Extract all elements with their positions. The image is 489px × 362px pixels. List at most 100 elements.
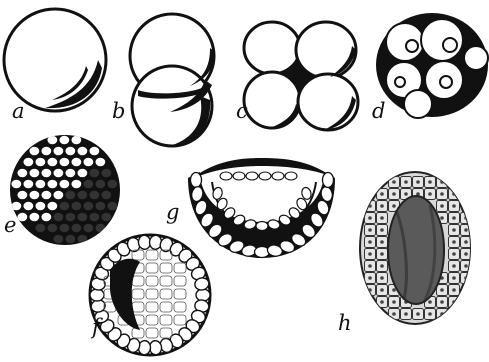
morula-cell: [65, 190, 76, 200]
stage-f-blastula: f: [90, 235, 210, 356]
label-h: h: [338, 311, 352, 335]
cell-nucleus: [392, 204, 396, 208]
stage-a-single-cell: a: [4, 9, 106, 123]
label-c: c: [236, 99, 248, 123]
label-a: a: [12, 99, 25, 123]
lip-cell: [246, 172, 258, 180]
cell-nucleus: [392, 288, 396, 292]
cell-nucleus: [416, 312, 420, 316]
cell-nucleus: [368, 264, 372, 268]
cell-nucleus: [464, 228, 468, 232]
morula-cell: [65, 212, 76, 222]
morula-cell: [47, 201, 58, 211]
cell-nucleus: [392, 300, 396, 304]
ectoderm-cell: [323, 173, 334, 188]
morula-cell: [83, 179, 94, 189]
cell-nucleus: [368, 276, 372, 280]
morula-cell: [47, 135, 58, 145]
cell-nucleus: [464, 264, 468, 268]
cell-nucleus: [464, 240, 468, 244]
morula-cell: [77, 190, 88, 200]
morula-cell: [17, 190, 28, 200]
endoderm-cell: [256, 222, 268, 231]
cell-nucleus: [380, 264, 384, 268]
cell-nucleus: [404, 192, 408, 196]
stage-b-two-cells: b: [112, 14, 215, 146]
morula-cell: [71, 201, 82, 211]
morula-cell: [29, 168, 40, 178]
cell-nucleus: [380, 300, 384, 304]
cell-nucleus: [452, 264, 456, 268]
morula-cell: [65, 168, 76, 178]
cell-nucleus: [440, 216, 444, 220]
cell-nucleus: [380, 204, 384, 208]
lip-cell: [233, 172, 245, 180]
morula-cell: [95, 179, 106, 189]
morula-cell: [53, 234, 64, 244]
cell-nucleus: [380, 216, 384, 220]
label-e: e: [4, 213, 16, 237]
stage-h-section: h: [338, 172, 472, 335]
morula-cell: [89, 212, 100, 222]
morula-cell: [77, 168, 88, 178]
morula-cell: [41, 146, 52, 156]
cell-nucleus: [440, 288, 444, 292]
morula-cell: [53, 168, 64, 178]
lip-cell: [272, 172, 284, 180]
label-b: b: [112, 99, 125, 123]
morula-cell: [17, 212, 28, 222]
morula-cell: [71, 179, 82, 189]
morula-cell: [41, 212, 52, 222]
cell-nucleus: [368, 216, 372, 220]
morula-cell: [71, 135, 82, 145]
morula-cell: [101, 190, 112, 200]
morula-cell: [23, 201, 34, 211]
stage-d-eight-cells: d: [372, 13, 488, 123]
lip-cell: [259, 172, 271, 180]
morula-cell: [47, 179, 58, 189]
morula-cell: [71, 157, 82, 167]
morula-cell: [83, 223, 94, 233]
morula-cell: [83, 201, 94, 211]
morula-cell: [101, 168, 112, 178]
label-d: d: [372, 99, 385, 123]
morula-cell: [89, 146, 100, 156]
lip-cell: [285, 172, 297, 180]
cell-nucleus: [452, 228, 456, 232]
cell-nucleus: [452, 204, 456, 208]
blastoderm-cell: [90, 289, 104, 301]
morula-cell: [35, 179, 46, 189]
morula-cell: [23, 179, 34, 189]
cell-nucleus: [452, 276, 456, 280]
morula-cell: [53, 212, 64, 222]
morula-cell: [59, 135, 70, 145]
morula-cell: [101, 212, 112, 222]
cell-nucleus: [452, 288, 456, 292]
morula-cell: [65, 234, 76, 244]
cell-nucleus: [440, 300, 444, 304]
cell-nucleus: [452, 216, 456, 220]
cell-nucleus: [380, 192, 384, 196]
cell-nucleus: [368, 252, 372, 256]
cell-nucleus: [440, 192, 444, 196]
morula-cell: [35, 201, 46, 211]
cell-nucleus: [392, 180, 396, 184]
cell-nucleus: [392, 192, 396, 196]
morula-cell: [53, 146, 64, 156]
cell-nucleus: [416, 180, 420, 184]
morula-cell: [29, 212, 40, 222]
morula-cell: [107, 201, 118, 211]
cell-nucleus: [392, 312, 396, 316]
morula-cell: [29, 146, 40, 156]
cell-nucleus: [404, 312, 408, 316]
cell-nucleus: [440, 204, 444, 208]
morula-cell: [11, 179, 22, 189]
cell-nucleus: [428, 312, 432, 316]
morula-cell: [59, 157, 70, 167]
lip-cell: [220, 172, 232, 180]
cell-nucleus: [380, 288, 384, 292]
morula-cell: [77, 146, 88, 156]
morula-cell: [17, 168, 28, 178]
cell-nucleus: [404, 180, 408, 184]
